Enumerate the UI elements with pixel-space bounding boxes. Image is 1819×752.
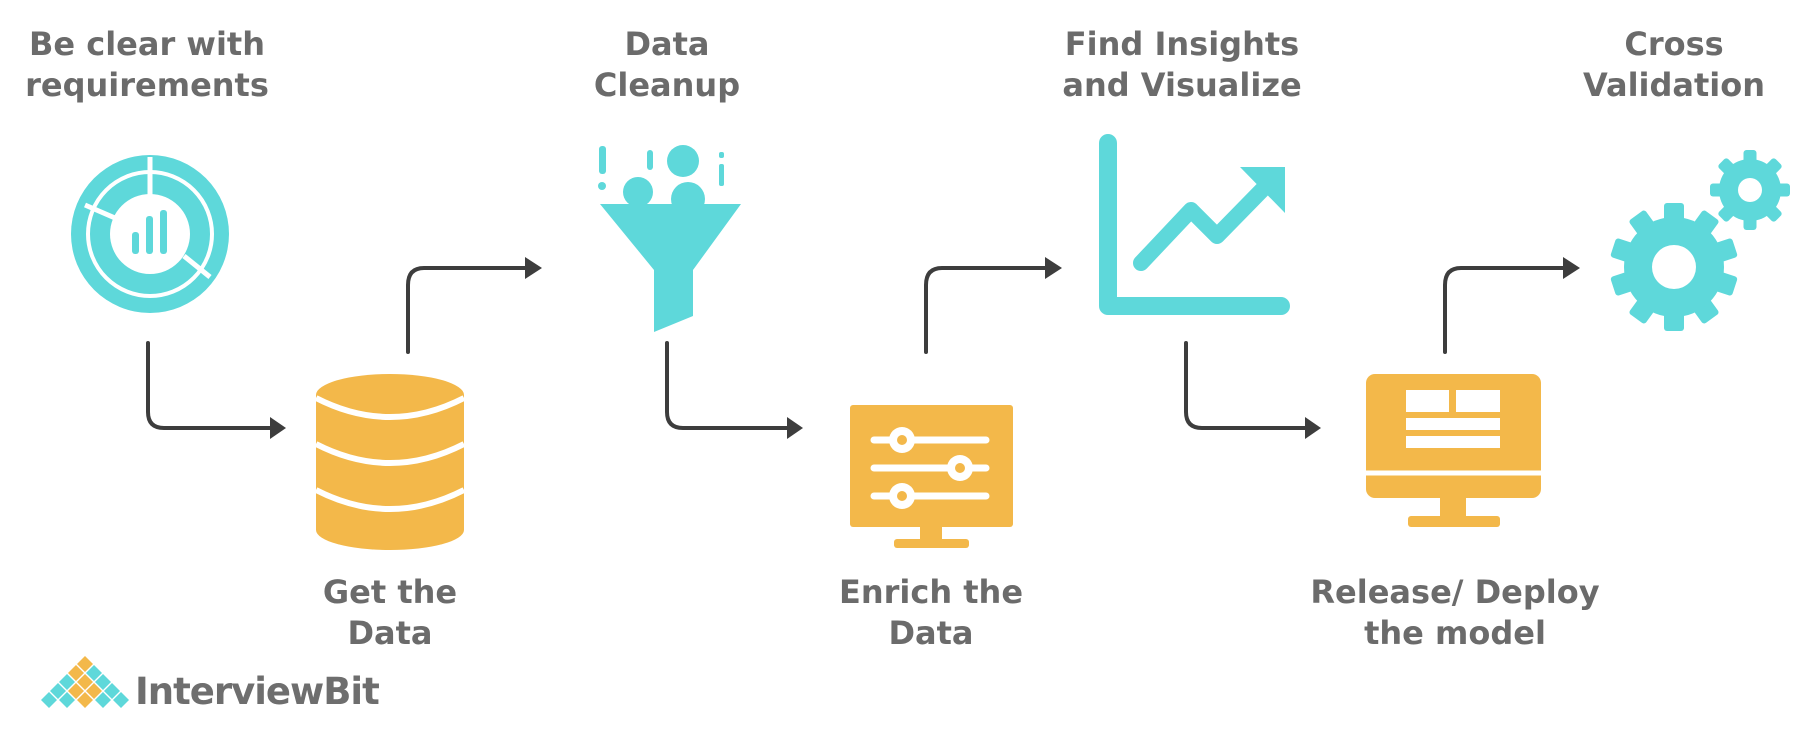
logo-diamond <box>95 692 111 708</box>
logo-diamond <box>86 665 102 681</box>
logo-diamond <box>77 674 93 690</box>
logo-diamond <box>95 674 111 690</box>
label-deploy: Release/ Deploy the model <box>1310 573 1600 652</box>
arrowhead <box>525 257 542 279</box>
arrowhead <box>1563 257 1580 279</box>
logo-diamond <box>50 683 66 699</box>
brand-name: InterviewBit <box>135 670 380 713</box>
label-cleanup: Data Cleanup <box>593 25 741 104</box>
label-enrich: Enrich the Data <box>838 573 1024 652</box>
logo-diamond <box>59 692 75 708</box>
arrowhead <box>270 417 286 439</box>
logo-diamond <box>104 683 120 699</box>
logo-diamond <box>41 692 57 708</box>
logo-diamond <box>77 656 93 672</box>
arrow-deploy-to-validation <box>1443 266 1565 354</box>
logo-diamond <box>68 665 84 681</box>
logo-diamond <box>59 674 75 690</box>
label-validation: Cross Validation <box>1582 25 1766 104</box>
logo-diamond <box>86 683 102 699</box>
database-icon <box>314 374 466 550</box>
gears-icon <box>1610 150 1790 331</box>
label-insights: Find Insights and Visualize <box>1062 25 1302 104</box>
funnel-icon <box>598 145 741 332</box>
logo-diamond <box>77 692 93 708</box>
arrowhead <box>1305 417 1321 439</box>
arrow-data-to-cleanup <box>406 266 527 354</box>
label-get-data: Get the Data <box>322 573 458 652</box>
logo-diamond <box>113 692 129 708</box>
sliders-monitor-icon <box>850 405 1013 548</box>
arrow-cleanup-to-enrich <box>665 341 789 430</box>
arrow-requirements-to-data <box>146 341 272 430</box>
logo-diamond <box>68 683 84 699</box>
diamond-grid-logo <box>41 656 129 708</box>
donut-chart-icon <box>71 155 229 313</box>
trend-chart-icon <box>1099 134 1290 315</box>
label-requirements: Be clear with requirements <box>25 25 269 104</box>
arrow-enrich-to-insights <box>924 266 1047 354</box>
arrowhead <box>1045 257 1062 279</box>
arrowhead <box>787 417 803 439</box>
arrow-insights-to-deploy <box>1184 341 1307 430</box>
layout-monitor-icon <box>1366 374 1541 527</box>
